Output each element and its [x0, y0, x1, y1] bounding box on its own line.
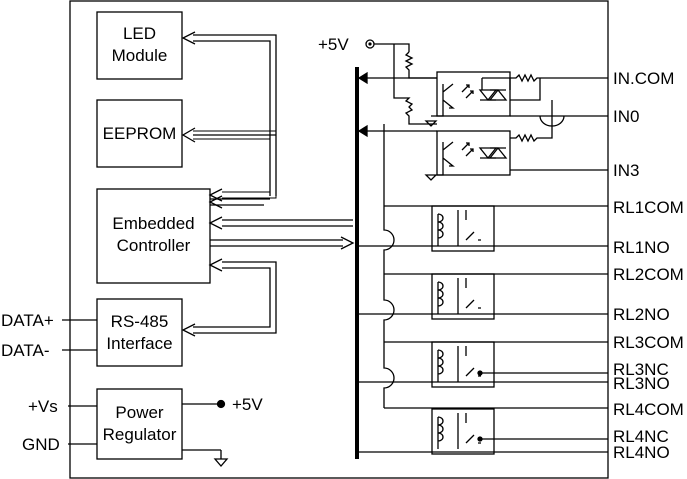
pin-label-rl3com: RL3COM — [613, 333, 684, 352]
pin-label-rl2no: RL2NO — [613, 305, 670, 324]
rs485-interface-label: RS-485 Interface — [97, 311, 182, 355]
power-regulator-box — [96, 388, 183, 460]
optocoupler-in3 — [424, 130, 511, 181]
supply-5v-label: +5V — [318, 35, 349, 54]
pullup-resistor-in3 — [393, 44, 437, 125]
relay-1 — [431, 205, 495, 252]
relay-3 — [431, 341, 495, 388]
in3-tap-arrow — [357, 124, 368, 138]
relay-4 — [431, 408, 495, 455]
rs485-line-2: Interface — [106, 334, 173, 353]
data-plus-label: DATA+ — [1, 311, 54, 330]
pin-label-rl1com: RL1COM — [613, 198, 684, 217]
pin-label-rl4com: RL4COM — [613, 400, 684, 419]
eeprom-box — [96, 99, 183, 168]
data-minus-label: DATA- — [1, 341, 50, 360]
controller-to-rs485-arrow — [181, 258, 277, 337]
regulator-5v-label: +5V — [232, 395, 263, 414]
power-line-2: Regulator — [102, 425, 177, 444]
pin-label-rl1no: RL1NO — [613, 238, 670, 257]
pin-label-in-com: IN.COM — [613, 69, 675, 88]
pin-label-rl3nc: RL3NC — [613, 360, 669, 379]
relay-common-rail — [383, 124, 395, 408]
gnd-label: GND — [22, 435, 60, 454]
power-regulator-label: Power Regulator — [97, 402, 182, 446]
controller-to-eeprom-arrow — [181, 127, 277, 202]
bus-to-controller-arrow — [208, 216, 353, 230]
rs485-interface-box — [96, 298, 183, 367]
in0-common-link — [510, 78, 541, 101]
in0-tap-arrow — [357, 71, 368, 85]
pin-label-rl2com: RL2COM — [613, 265, 684, 284]
pin-label-rl4nc: RL4NC — [613, 427, 669, 446]
power-line-1: Power — [115, 403, 164, 422]
in0-wire — [510, 115, 608, 127]
regulator-5v-terminal — [216, 399, 226, 409]
controller-to-bus-arrow — [210, 236, 355, 250]
led-module-line-2: Module — [111, 46, 168, 65]
pullup-resistor-in0 — [404, 51, 437, 79]
optocoupler-in0 — [424, 71, 511, 127]
internal-bus — [355, 67, 359, 459]
eeprom-label: EEPROM — [102, 124, 177, 143]
relay-2 — [431, 273, 495, 320]
led-module-line-1: LED — [122, 24, 157, 43]
supply-rail-wire — [374, 43, 410, 52]
pin-label-in0: IN0 — [613, 107, 640, 126]
led-module-box — [96, 11, 183, 80]
controller-line-2: Controller — [116, 236, 191, 255]
controller-to-led-arrow — [181, 31, 277, 209]
controller-line-1: Embedded — [112, 214, 195, 233]
pin-label-rl3no: RL3NO — [613, 374, 670, 393]
in3-common-link — [510, 100, 553, 143]
pin-label-in3: IN3 — [613, 161, 640, 180]
module-frame — [69, 0, 609, 479]
embedded-controller-box — [96, 188, 211, 284]
in-com-wire — [510, 73, 608, 83]
vs-label: +Vs — [28, 397, 58, 416]
led-module-label: LED Module — [97, 23, 182, 67]
ground-icon — [182, 449, 229, 467]
rs485-line-1: RS-485 — [110, 312, 169, 331]
pin-label-rl4no: RL4NO — [613, 443, 670, 462]
embedded-controller-label: Embedded Controller — [97, 213, 210, 257]
